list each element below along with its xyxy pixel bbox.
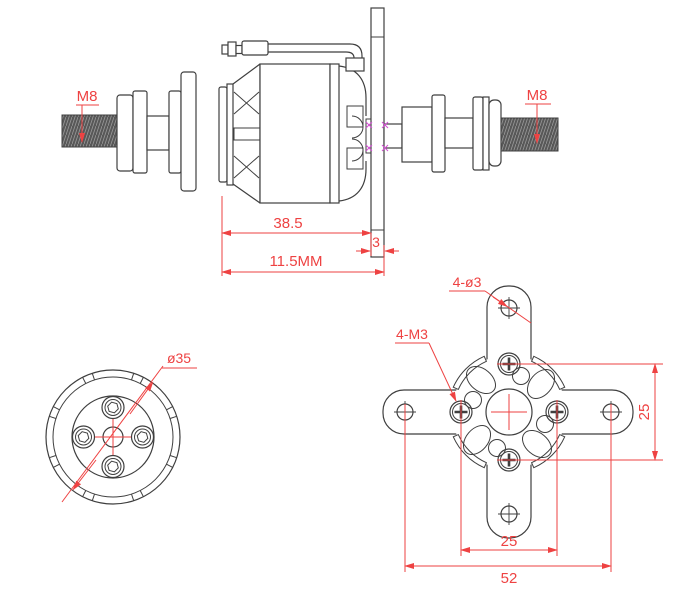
fit-marks [365,121,389,152]
thread-label-left: M8 [77,88,98,105]
dim-plate-thickness: 3 [372,234,380,250]
front-view-dimensions: ø35 [61,350,197,503]
stator-can [259,63,331,204]
dim-pitch-horizontal: 25 [501,533,518,550]
rear-bearing-bumps [351,115,364,162]
left-threaded-shaft [61,114,118,148]
dim-mount-span: 52 [501,570,518,587]
front-view: ø35 [45,350,197,505]
side-view-dimensions: 38.5 3 11.5MM M8 M8 [76,87,551,276]
mount-view: 25 25 52 4-ø3 4-M3 [382,274,663,587]
dim-overall-length: 11.5MM [269,253,322,270]
dim-diameter: ø35 [167,350,191,366]
dim-can-length: 38.5 [273,215,302,232]
hub-bar [233,127,261,141]
center-crosshair [95,419,131,455]
rim-ticks [49,373,177,501]
right-threaded-shaft [500,117,559,152]
motor-bell [218,63,372,204]
callout-screws: 4-M3 [396,326,428,342]
side-view: 38.5 3 11.5MM M8 M8 [61,7,559,276]
outer-rim [45,369,181,505]
cooling-vanes [233,91,260,179]
mount-view-dimensions: 25 25 52 4-ø3 4-M3 [395,274,663,587]
mount-center-crosshair [491,394,527,430]
thread-label-right: M8 [527,87,548,104]
left-prop-adapter [116,71,197,192]
bullet-connector-icon [221,44,229,55]
right-prop-adapter [383,94,502,173]
motor-wire-bundle [221,40,365,72]
mount-center-bore [485,388,533,436]
mount-plate-edge [370,7,385,258]
callout-arm-holes: 4-ø3 [453,274,482,290]
dim-pitch-vertical: 25 [636,404,653,421]
